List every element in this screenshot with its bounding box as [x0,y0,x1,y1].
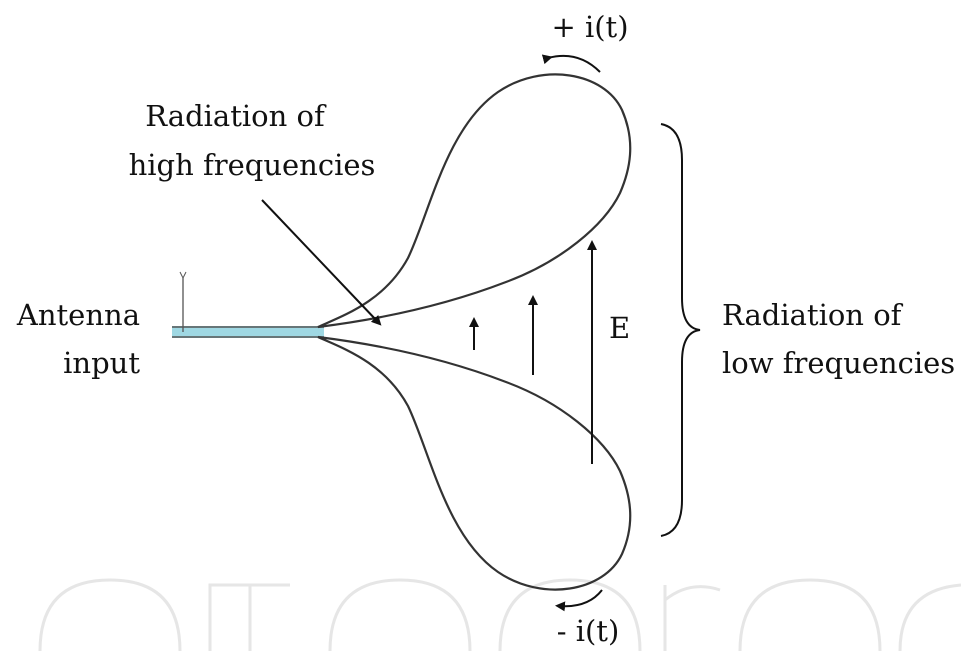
low-freq-label-line2: low frequencies [722,346,955,380]
minus-current-label: - i(t) [557,614,620,648]
plus-current-label: + i(t) [551,10,628,44]
watermark-shapes [38,578,961,651]
high-freq-label-line1: Radiation of [145,99,327,133]
feed-line [172,326,324,338]
lower-lobe [317,335,632,591]
low-freq-brace [660,123,701,537]
antenna-input-label-line1: Antenna [16,298,140,332]
minus-current-arrow [555,589,603,612]
upper-lobe [317,73,632,329]
axis-marker-tick [179,271,187,280]
high-freq-pointer [261,199,382,326]
low-freq-label-line1: Radiation of [722,298,904,332]
plus-current-arrow [541,54,601,73]
high-freq-label-line2: high frequencies [129,148,376,182]
antenna-input-label-line2: input [63,346,140,380]
e-field-label: E [609,311,630,345]
